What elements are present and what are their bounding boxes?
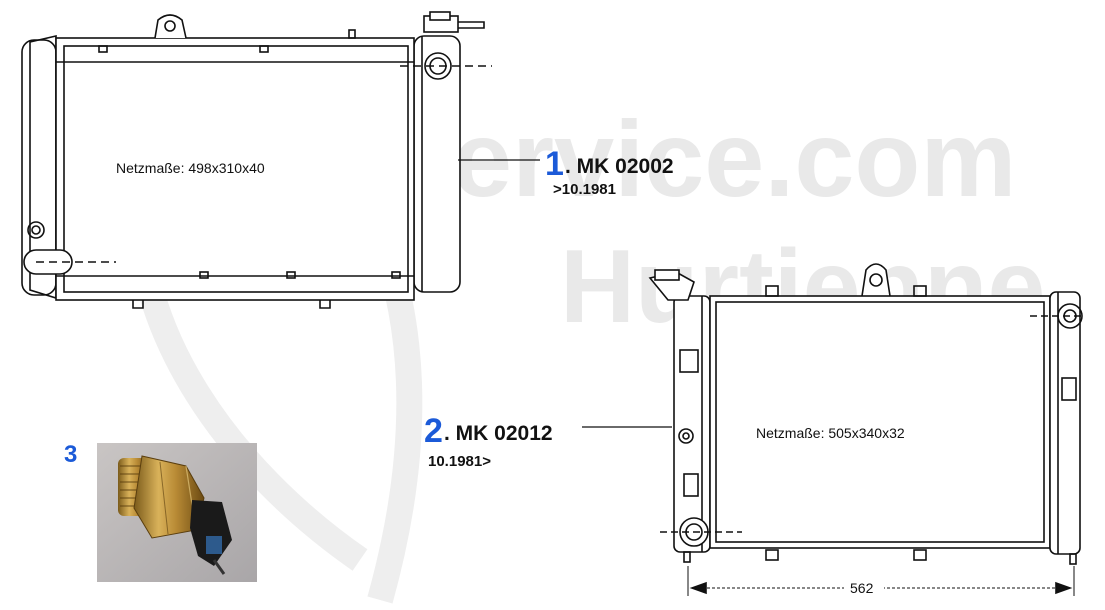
part-1-label: 1 . MK 02002 >10.1981 <box>545 145 674 198</box>
part-2-number: 2 <box>424 412 443 450</box>
part-1-date: >10.1981 <box>553 181 616 198</box>
part-3-number: 3 <box>64 441 77 468</box>
temperature-switch-icon <box>97 443 257 582</box>
radiator-2-width-dimension: 562 <box>850 580 874 596</box>
part-2-code: . MK 02012 <box>444 422 553 445</box>
radiator-1-net-size: Netzmaße: 498x310x40 <box>116 160 265 176</box>
part-2-label: 2 . MK 02012 10.1981> <box>424 412 553 470</box>
part-1-number: 1 <box>545 145 564 183</box>
radiator-1-drawing <box>21 11 540 309</box>
part-1-code: . MK 02002 <box>565 155 674 178</box>
radiator-2-drawing <box>582 263 1083 596</box>
radiator-2-net-size: Netzmaße: 505x340x32 <box>756 425 905 441</box>
dimension-label-bg <box>844 578 884 596</box>
part-2-date: 10.1981> <box>428 453 491 470</box>
